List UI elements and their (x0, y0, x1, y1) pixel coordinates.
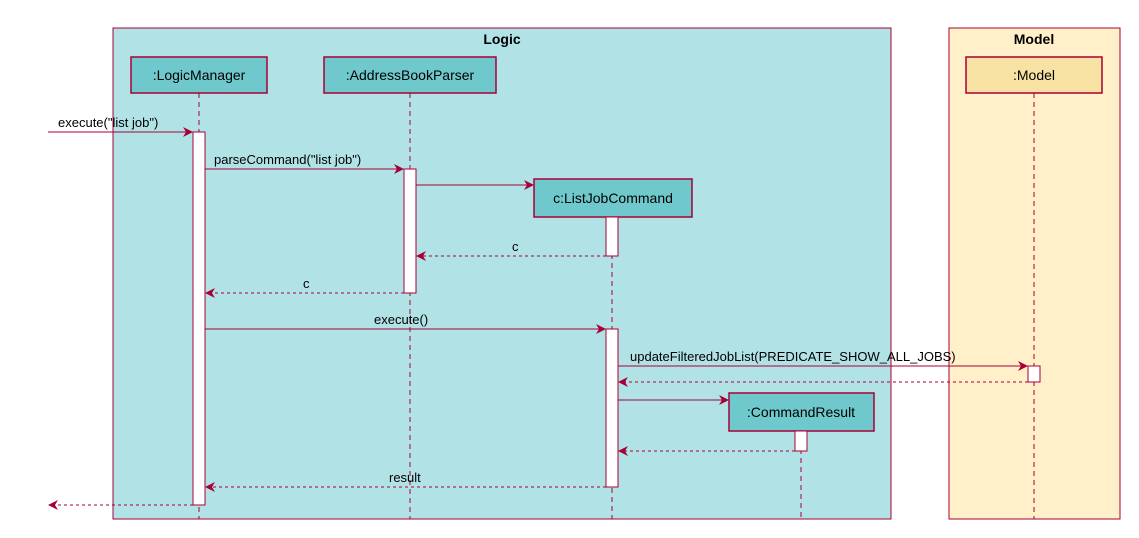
label-return-c-2: c (303, 276, 310, 291)
participant-command-result: :CommandResult (728, 392, 875, 432)
activation-model (1027, 365, 1041, 383)
activation-list-job-command-2 (605, 328, 619, 488)
label-result: result (389, 470, 421, 485)
logic-box-title: Logic (483, 31, 521, 47)
participant-list-job-command-label: c:ListJobCommand (553, 190, 673, 206)
participant-logic-manager: :LogicManager (130, 56, 268, 94)
label-execute-list-job: execute("list job") (58, 115, 158, 130)
participant-logic-manager-label: :LogicManager (153, 67, 246, 83)
participant-model: :Model (965, 56, 1103, 94)
activation-command-result (794, 430, 808, 452)
logic-box: Logic (112, 27, 892, 520)
participant-command-result-label: :CommandResult (747, 404, 855, 420)
activations (192, 131, 1041, 506)
participant-parser-label: :AddressBookParser (346, 67, 475, 83)
activation-logic-manager (192, 131, 206, 506)
participant-parser: :AddressBookParser (323, 56, 497, 94)
activation-list-job-command-1 (605, 216, 619, 257)
label-execute: execute() (374, 312, 428, 327)
activation-parser (403, 168, 417, 294)
participant-model-label: :Model (1013, 67, 1055, 83)
label-update-filtered: updateFilteredJobList(PREDICATE_SHOW_ALL… (630, 349, 956, 364)
label-return-c-1: c (512, 239, 519, 254)
model-box-title: Model (1014, 31, 1054, 47)
participant-list-job-command: c:ListJobCommand (533, 178, 693, 218)
label-parse-command: parseCommand("list job") (214, 152, 361, 167)
